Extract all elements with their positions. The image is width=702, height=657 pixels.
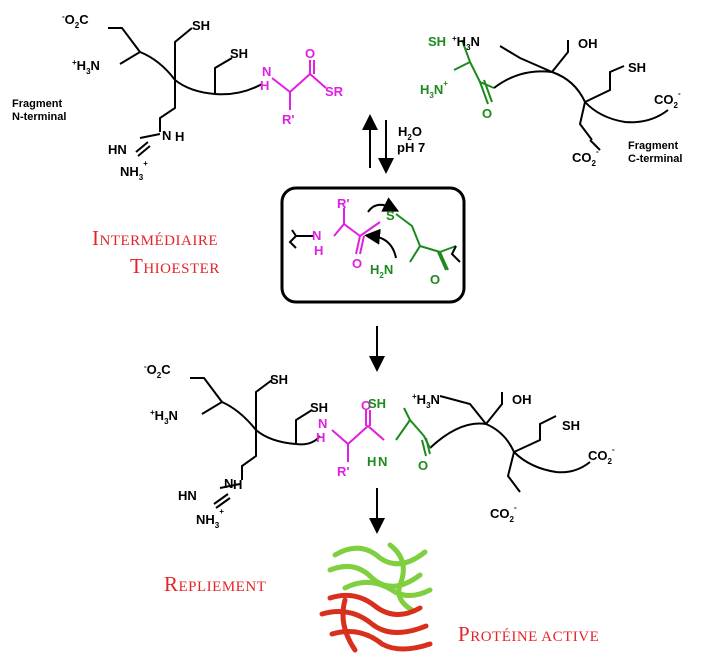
h2n-int: H2N bbox=[370, 262, 393, 280]
fragment-c-line1: Fragment bbox=[628, 140, 679, 152]
sh-label-1: SH bbox=[192, 18, 210, 33]
svg-text:-O2C: -O2C bbox=[62, 12, 89, 30]
h3n-product: +H3N bbox=[150, 408, 178, 426]
nh-label-1-h: H bbox=[175, 129, 184, 144]
sh-label-2: SH bbox=[230, 46, 248, 61]
o2c-o: O bbox=[65, 12, 75, 27]
sh-label-3: SH bbox=[628, 60, 646, 75]
intermediate-title-1: INTERMÉDIAIRE bbox=[92, 226, 218, 250]
o-product: O bbox=[361, 398, 371, 413]
nh-int-h: H bbox=[314, 243, 323, 258]
product-magenta bbox=[331, 410, 385, 462]
co2-right-1: CO2- bbox=[654, 89, 681, 110]
sh-product-3: SH bbox=[562, 418, 580, 433]
nh-product-guan: N bbox=[224, 476, 233, 491]
r-prime-1: R' bbox=[282, 112, 294, 127]
nh3-product: NH3+ bbox=[196, 507, 224, 530]
o-magenta: O bbox=[305, 46, 315, 61]
intermediate-structure bbox=[288, 197, 461, 271]
s-int: S bbox=[386, 208, 395, 223]
nh-int-n: N bbox=[312, 228, 321, 243]
active-protein-title: PROTÉINE ACTIVE bbox=[458, 622, 600, 646]
co2-product-right: CO2- bbox=[588, 445, 615, 466]
nh-magenta-n: N bbox=[262, 64, 271, 79]
sr-label: SR bbox=[325, 84, 344, 99]
n-terminal-fragment bbox=[108, 27, 263, 157]
equilibrium-arrows bbox=[362, 114, 394, 174]
fragment-n-line2: N-terminal bbox=[12, 111, 67, 123]
h3n-product-right: +H3N bbox=[412, 392, 440, 410]
intermediate-box bbox=[280, 186, 466, 304]
water-label: H2O bbox=[398, 124, 422, 142]
o2c-product: -O2C bbox=[144, 362, 171, 380]
sh-product-1: SH bbox=[270, 372, 288, 387]
nh-product-h: H bbox=[316, 430, 325, 445]
h3n-green: H3N+ bbox=[420, 79, 448, 100]
o-green-1: O bbox=[482, 106, 492, 121]
fragment-n-line1: Fragment bbox=[12, 98, 63, 110]
protein-ribbon-image bbox=[316, 540, 442, 657]
product-green bbox=[395, 407, 431, 457]
fragment-c-line2: C-terminal bbox=[628, 153, 683, 165]
nh-product-n: N bbox=[318, 416, 327, 431]
sh-green-1: SH bbox=[428, 34, 446, 49]
o-product-green: O bbox=[418, 458, 428, 473]
fragment-n-label: Fragment N-terminal bbox=[12, 98, 66, 124]
nh-label-1: N bbox=[162, 128, 171, 143]
r-prime-product: R' bbox=[337, 464, 349, 479]
o2c-minus: - bbox=[62, 12, 65, 21]
nh-product-green-h: H bbox=[367, 454, 376, 469]
product-black bbox=[190, 377, 591, 509]
nh-product-green: N bbox=[378, 454, 387, 469]
intermediate-title-2: THIOESTER bbox=[130, 254, 220, 278]
c-terminal-green bbox=[453, 39, 495, 105]
n-terminal-magenta bbox=[271, 60, 327, 110]
sh-product-2: SH bbox=[310, 400, 328, 415]
oh-product: OH bbox=[512, 392, 532, 407]
r-prime-int: R' bbox=[337, 196, 349, 211]
ph-label: pH 7 bbox=[397, 140, 425, 155]
nh3-label-1: NH3+ bbox=[120, 159, 148, 182]
h3n-label: +H3N bbox=[72, 58, 100, 76]
o-int: O bbox=[352, 256, 362, 271]
hn-label-1: HN bbox=[108, 142, 127, 157]
co2-product-bottom: CO2- bbox=[490, 503, 517, 524]
fragment-c-label: Fragment C-terminal bbox=[628, 140, 682, 166]
c-terminal-fragment bbox=[493, 40, 669, 151]
co2-bottom-1: CO2- bbox=[572, 147, 599, 168]
sh-product-green: SH bbox=[368, 396, 386, 411]
folding-title: REPLIEMENT bbox=[164, 572, 267, 596]
nh-magenta-h: H bbox=[260, 78, 269, 93]
oh-label-1: OH bbox=[578, 36, 598, 51]
o-int-green: O bbox=[430, 272, 440, 287]
h3n-top-right: +H3N bbox=[452, 34, 480, 52]
hn-product: HN bbox=[178, 488, 197, 503]
nh-product-guan-h: H bbox=[233, 477, 242, 492]
